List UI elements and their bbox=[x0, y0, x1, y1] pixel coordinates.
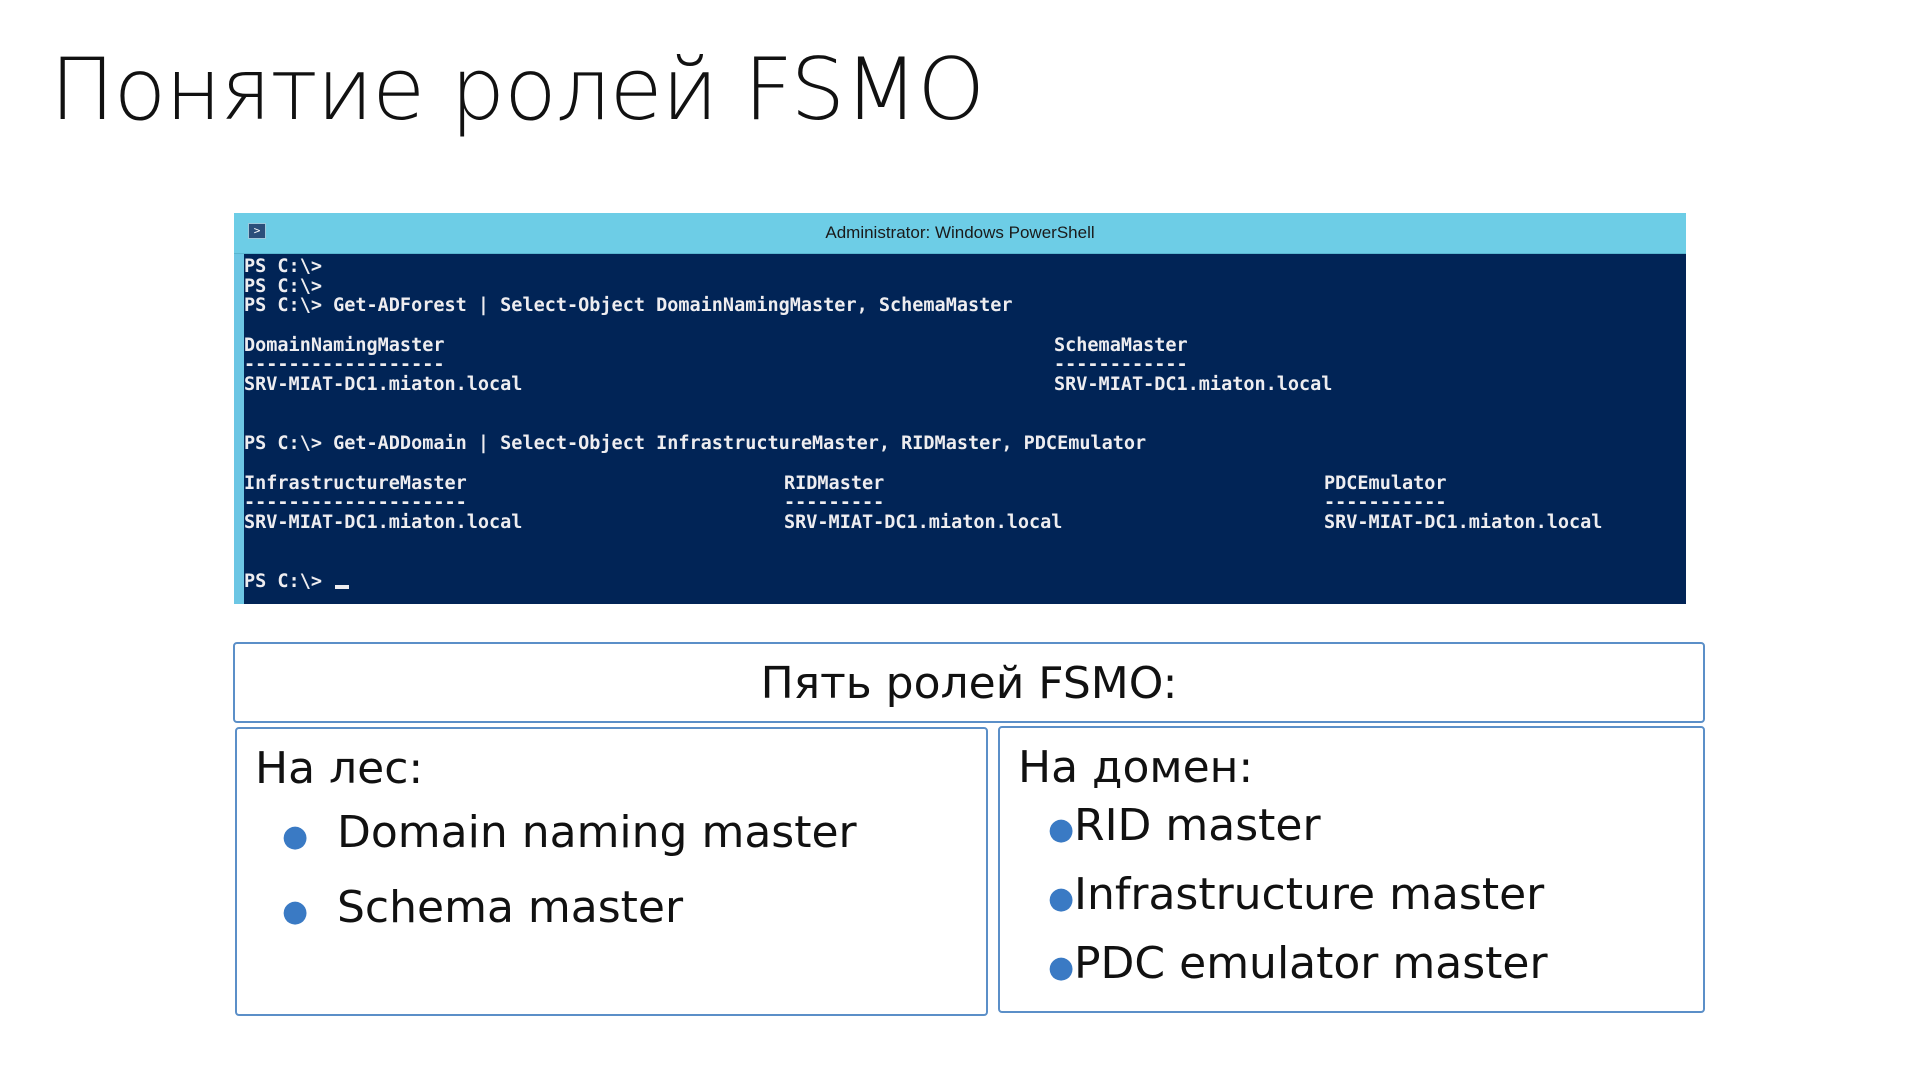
console-line: PS C:\> Get-ADForest | Select-Object Dom… bbox=[244, 295, 1013, 317]
powershell-console[interactable]: PS C:\> PS C:\> PS C:\> Get-ADForest | S… bbox=[244, 253, 1686, 604]
forest-separator: ------------------ bbox=[244, 354, 445, 376]
role-label: Schema master bbox=[337, 882, 684, 933]
bullet-icon: ● bbox=[282, 894, 309, 929]
forest-value-domainnamingmaster: SRV-MIAT-DC1.miaton.local bbox=[244, 374, 523, 396]
console-prompt-line[interactable]: PS C:\> bbox=[244, 572, 1686, 592]
domain-roles-list: ●RID master ●Infrastructure master ●PDC … bbox=[1048, 800, 1548, 1007]
fsmo-header-box: Пять ролей FSMO: bbox=[233, 642, 1705, 723]
bullet-icon: ● bbox=[282, 819, 309, 854]
forest-table-header-row: DomainNamingMaster SchemaMaster bbox=[244, 336, 1686, 356]
domain-roles-box: На домен: ●RID master ●Infrastructure ma… bbox=[998, 726, 1705, 1013]
role-label: PDC emulator master bbox=[1074, 938, 1548, 989]
powershell-window-title: Administrator: Windows PowerShell bbox=[825, 223, 1095, 242]
forest-header-schemamaster: SchemaMaster bbox=[1054, 334, 1188, 356]
domain-table-separator-row: -------------------- --------- ---------… bbox=[244, 493, 1686, 513]
domain-header-infrastructuremaster: InfrastructureMaster bbox=[244, 472, 467, 494]
domain-header-pdcemulator: PDCEmulator bbox=[1324, 472, 1447, 494]
list-item: ● Schema master bbox=[282, 882, 857, 957]
role-label: Domain naming master bbox=[337, 807, 857, 858]
forest-roles-list: ● Domain naming master ● Schema master bbox=[282, 807, 857, 957]
role-label: Infrastructure master bbox=[1074, 869, 1545, 920]
console-line bbox=[244, 454, 1686, 474]
domain-table-value-row: SRV-MIAT-DC1.miaton.local SRV-MIAT-DC1.m… bbox=[244, 513, 1686, 533]
list-item: ●Infrastructure master bbox=[1048, 869, 1548, 938]
domain-separator: --------- bbox=[784, 492, 885, 514]
role-label: RID master bbox=[1074, 800, 1321, 851]
forest-separator: ------------ bbox=[1054, 354, 1188, 376]
forest-value-schemamaster: SRV-MIAT-DC1.miaton.local bbox=[1054, 374, 1333, 396]
bullet-icon: ● bbox=[1048, 881, 1075, 916]
domain-value-ridmaster: SRV-MIAT-DC1.miaton.local bbox=[784, 511, 1063, 533]
domain-table-header-row: InfrastructureMaster RIDMaster PDCEmulat… bbox=[244, 472, 1686, 494]
console-line: PS C:\> bbox=[244, 256, 322, 277]
powershell-icon[interactable]: > bbox=[248, 223, 266, 239]
domain-value-pdcemulator: SRV-MIAT-DC1.miaton.local bbox=[1324, 511, 1603, 533]
list-item: ●RID master bbox=[1048, 800, 1548, 869]
list-item: ● Domain naming master bbox=[282, 807, 857, 882]
slide-title: Понятие ролей FSMO bbox=[50, 40, 985, 140]
powershell-window[interactable]: > Administrator: Windows PowerShell PS C… bbox=[234, 213, 1686, 604]
console-line: PS C:\> Get-ADDomain | Select-Object Inf… bbox=[244, 433, 1147, 455]
forest-table-separator-row: ------------------ ------------ bbox=[244, 355, 1686, 375]
console-line bbox=[244, 316, 1686, 336]
powershell-titlebar[interactable]: > Administrator: Windows PowerShell bbox=[234, 213, 1686, 254]
forest-header-domainnamingmaster: DomainNamingMaster bbox=[244, 334, 445, 356]
domain-separator: -------------------- bbox=[244, 492, 467, 514]
domain-heading: На домен: bbox=[1018, 742, 1254, 793]
domain-separator: ----------- bbox=[1324, 492, 1447, 514]
console-line bbox=[244, 395, 1686, 415]
text-cursor bbox=[335, 585, 350, 589]
forest-roles-box: На лес: ● Domain naming master ● Schema ma… bbox=[235, 727, 988, 1016]
forest-table-value-row: SRV-MIAT-DC1.miaton.local SRV-MIAT-DC1.m… bbox=[244, 375, 1686, 395]
domain-header-ridmaster: RIDMaster bbox=[784, 472, 885, 494]
console-line: PS C:\> bbox=[244, 275, 322, 297]
console-prompt: PS C:\> bbox=[244, 571, 322, 592]
list-item: ●PDC emulator master bbox=[1048, 938, 1548, 1007]
fsmo-header-text: Пять ролей FSMO: bbox=[760, 658, 1178, 709]
domain-value-infrastructuremaster: SRV-MIAT-DC1.miaton.local bbox=[244, 511, 523, 533]
bullet-icon: ● bbox=[1048, 812, 1075, 847]
forest-heading: На лес: bbox=[255, 743, 424, 794]
bullet-icon: ● bbox=[1048, 950, 1075, 985]
console-line bbox=[244, 533, 1686, 553]
console-line bbox=[244, 415, 1686, 435]
console-line bbox=[244, 552, 1686, 572]
